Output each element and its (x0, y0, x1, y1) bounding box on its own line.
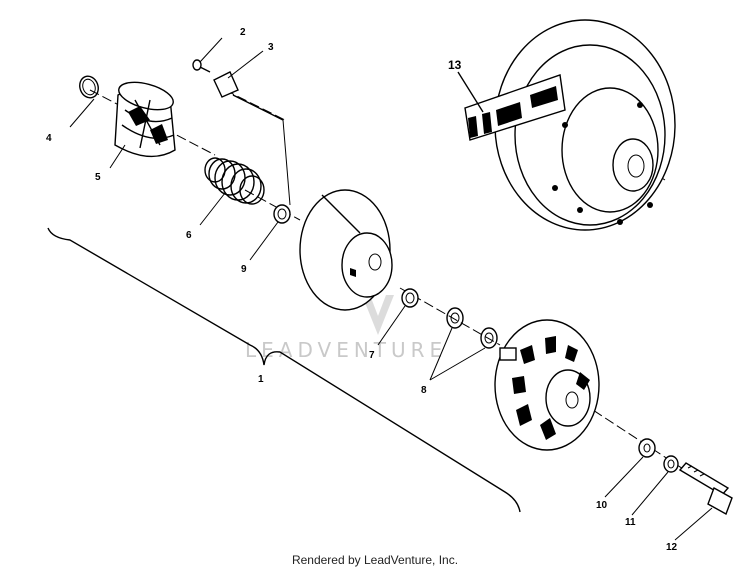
part-6-spring (204, 157, 265, 205)
part-5-cam (114, 81, 176, 158)
watermark-text: LEADVENTURE (245, 338, 447, 362)
part-1-movable-sheave (299, 189, 393, 311)
callout-3: 3 (268, 42, 274, 53)
part-3-weight (213, 71, 291, 206)
callout-10: 10 (596, 500, 608, 511)
part-4-snap-ring (79, 75, 99, 99)
part-8-washers (446, 307, 498, 349)
leader-lines (69, 37, 713, 541)
assembly-bracket (47, 227, 521, 513)
callout-4: 4 (46, 133, 52, 144)
watermark: LEADVENTURE (245, 295, 447, 362)
fixed-sheave (494, 319, 600, 451)
callout-8: 8 (421, 385, 427, 396)
callout-6: 6 (186, 230, 192, 241)
part-7-bushing (401, 288, 419, 308)
part-10-washer (638, 438, 656, 458)
callout-1: 1 (258, 374, 264, 385)
part-9-bushing (273, 204, 291, 224)
callout-labels: 1 2 3 4 5 6 7 8 9 10 11 12 13 (46, 27, 678, 553)
callout-7: 7 (369, 350, 375, 361)
callout-2: 2 (240, 27, 246, 38)
part-13-drive-belt (464, 74, 566, 141)
footer-credit: Rendered by LeadVenture, Inc. (291, 553, 459, 567)
callout-5: 5 (95, 172, 101, 183)
callout-13: 13 (448, 58, 462, 72)
callout-12: 12 (666, 542, 678, 553)
part-13-driven-clutch (494, 19, 676, 231)
part-11-lock-washer (663, 455, 679, 473)
part-12-bolt (678, 462, 733, 516)
part-2-screw (192, 59, 211, 73)
callout-11: 11 (625, 517, 636, 528)
callout-9: 9 (241, 264, 247, 275)
